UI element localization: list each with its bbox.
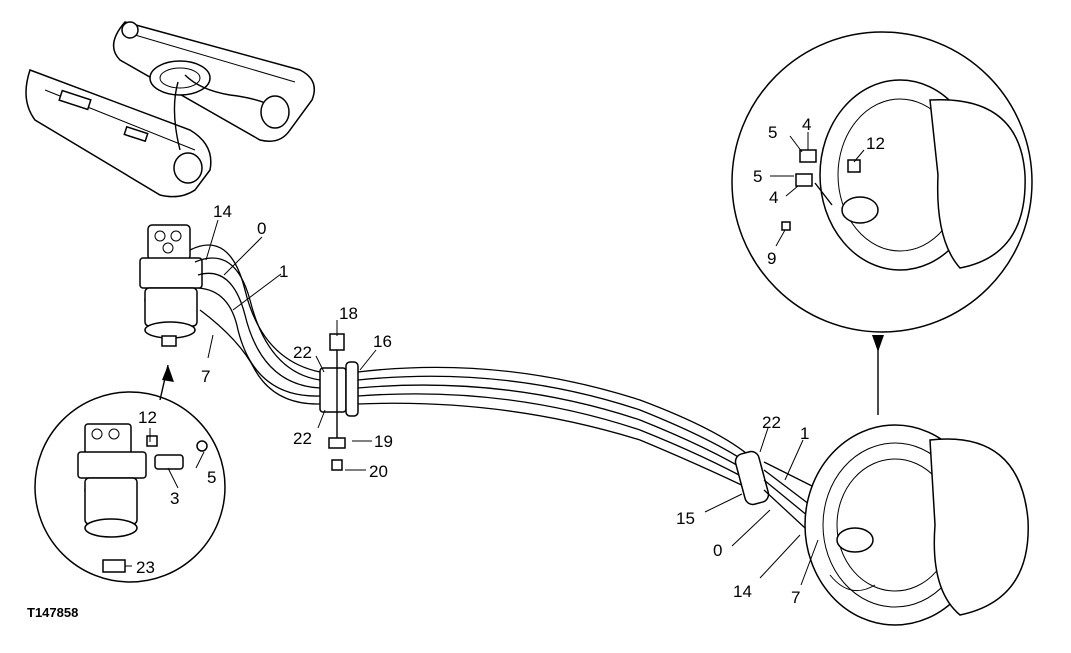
callout-0-motor: 0 [713,541,722,560]
hose-clamp [319,333,359,471]
callout-5-inset-right-a: 5 [768,123,777,142]
center-swivel-joint [139,224,203,347]
callout-5-inset-right-b: 5 [753,167,762,186]
undercarriage-overview [25,21,315,198]
callout-15-motor: 15 [676,509,695,528]
hose-bundle-upper [189,244,321,405]
callout-labels: 14 0 1 7 18 22 16 22 19 20 12 5 3 23 22 … [136,115,885,607]
callout-16: 16 [373,332,392,351]
callout-14-motor: 14 [733,582,752,601]
callout-9-inset-right: 9 [767,249,776,268]
callout-5-inset-left: 5 [207,468,216,487]
callout-22-upper-b: 22 [293,429,312,448]
callout-12-inset-right: 12 [866,134,885,153]
callout-4-inset-right-b: 4 [769,188,778,207]
callout-19: 19 [374,432,393,451]
leader-lines [125,132,865,586]
callout-22-motor: 22 [762,413,781,432]
callout-3-inset-left: 3 [170,489,179,508]
figure-id: T147858 [27,605,78,620]
callout-12-inset-left: 12 [138,408,157,427]
callout-22-upper-a: 22 [293,343,312,362]
callout-1-upper: 1 [279,262,288,281]
callout-7-motor: 7 [791,588,800,607]
left-detail-inset [34,364,226,583]
travel-motor-sprocket [804,424,1029,626]
callout-14-upper: 14 [213,202,232,221]
callout-4-inset-right-a: 4 [802,115,811,134]
callout-23-inset-left: 23 [136,558,155,577]
callout-1-motor: 1 [800,424,809,443]
callout-18: 18 [339,304,358,323]
callout-7-upper: 7 [201,367,210,386]
right-detail-inset [731,31,1033,415]
callout-0-upper: 0 [257,219,266,238]
callout-20: 20 [369,462,388,481]
hose-bundle-main [357,366,753,491]
